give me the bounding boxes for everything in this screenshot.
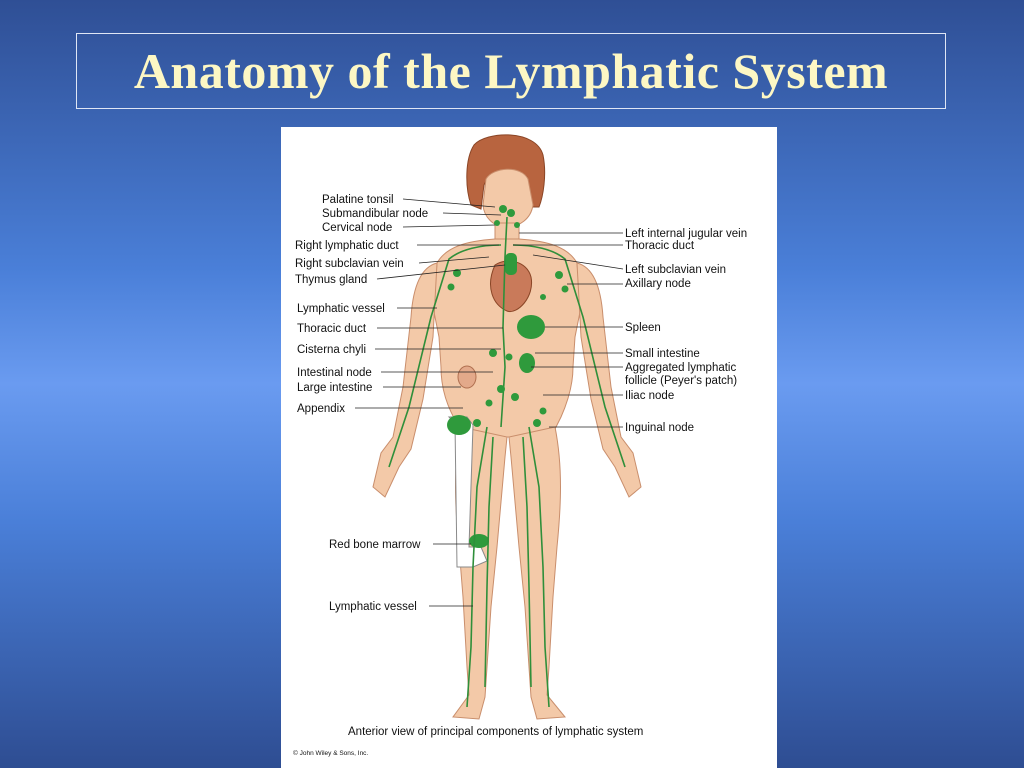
body-illustration bbox=[372, 134, 642, 720]
label-inguinal-node: Inguinal node bbox=[625, 422, 694, 434]
label-cervical-node: Cervical node bbox=[322, 222, 392, 234]
label-thymus-gland: Thymus gland bbox=[295, 274, 367, 286]
label-cisterna-chyli: Cisterna chyli bbox=[297, 344, 366, 356]
label-large-intestine: Large intestine bbox=[297, 382, 372, 394]
lymphatic-diagram: Palatine tonsil Submandibular node Cervi… bbox=[293, 134, 747, 757]
label-palatine-tonsil: Palatine tonsil bbox=[322, 194, 394, 206]
label-left-internal-jugular-vein: Left internal jugular vein bbox=[625, 228, 747, 240]
label-axillary-node: Axillary node bbox=[625, 278, 691, 290]
leader-lines bbox=[355, 198, 624, 607]
labels-left: Palatine tonsil Submandibular node Cervi… bbox=[295, 194, 428, 613]
label-aggregated-follicle-line1: Aggregated lymphatic bbox=[625, 362, 736, 374]
label-intestinal-node: Intestinal node bbox=[297, 367, 372, 379]
label-thoracic-duct-left: Thoracic duct bbox=[297, 323, 367, 335]
label-thoracic-duct-right: Thoracic duct bbox=[625, 240, 695, 252]
label-iliac-node: Iliac node bbox=[625, 390, 674, 402]
label-spleen: Spleen bbox=[625, 322, 661, 334]
copyright-notice: © John Wiley & Sons, Inc. bbox=[293, 749, 368, 757]
label-small-intestine: Small intestine bbox=[625, 348, 700, 360]
label-left-subclavian-vein: Left subclavian vein bbox=[625, 264, 726, 276]
label-red-bone-marrow: Red bone marrow bbox=[329, 539, 421, 551]
label-lymphatic-vessel-lower: Lymphatic vessel bbox=[329, 601, 417, 613]
labels-right: Left internal jugular vein Thoracic duct… bbox=[625, 228, 747, 434]
figure-caption: Anterior view of principal components of… bbox=[348, 726, 643, 738]
label-aggregated-follicle-line2: follicle (Peyer's patch) bbox=[625, 375, 737, 387]
label-lymphatic-vessel-upper: Lymphatic vessel bbox=[297, 303, 385, 315]
slide-title: Anatomy of the Lymphatic System bbox=[133, 43, 889, 99]
slide-title-box: Anatomy of the Lymphatic System bbox=[76, 33, 946, 109]
anatomy-figure: Palatine tonsil Submandibular node Cervi… bbox=[281, 127, 777, 768]
label-appendix: Appendix bbox=[297, 403, 345, 415]
label-right-subclavian-vein: Right subclavian vein bbox=[295, 258, 404, 270]
label-right-lymphatic-duct: Right lymphatic duct bbox=[295, 240, 399, 252]
label-submandibular-node: Submandibular node bbox=[322, 208, 428, 220]
